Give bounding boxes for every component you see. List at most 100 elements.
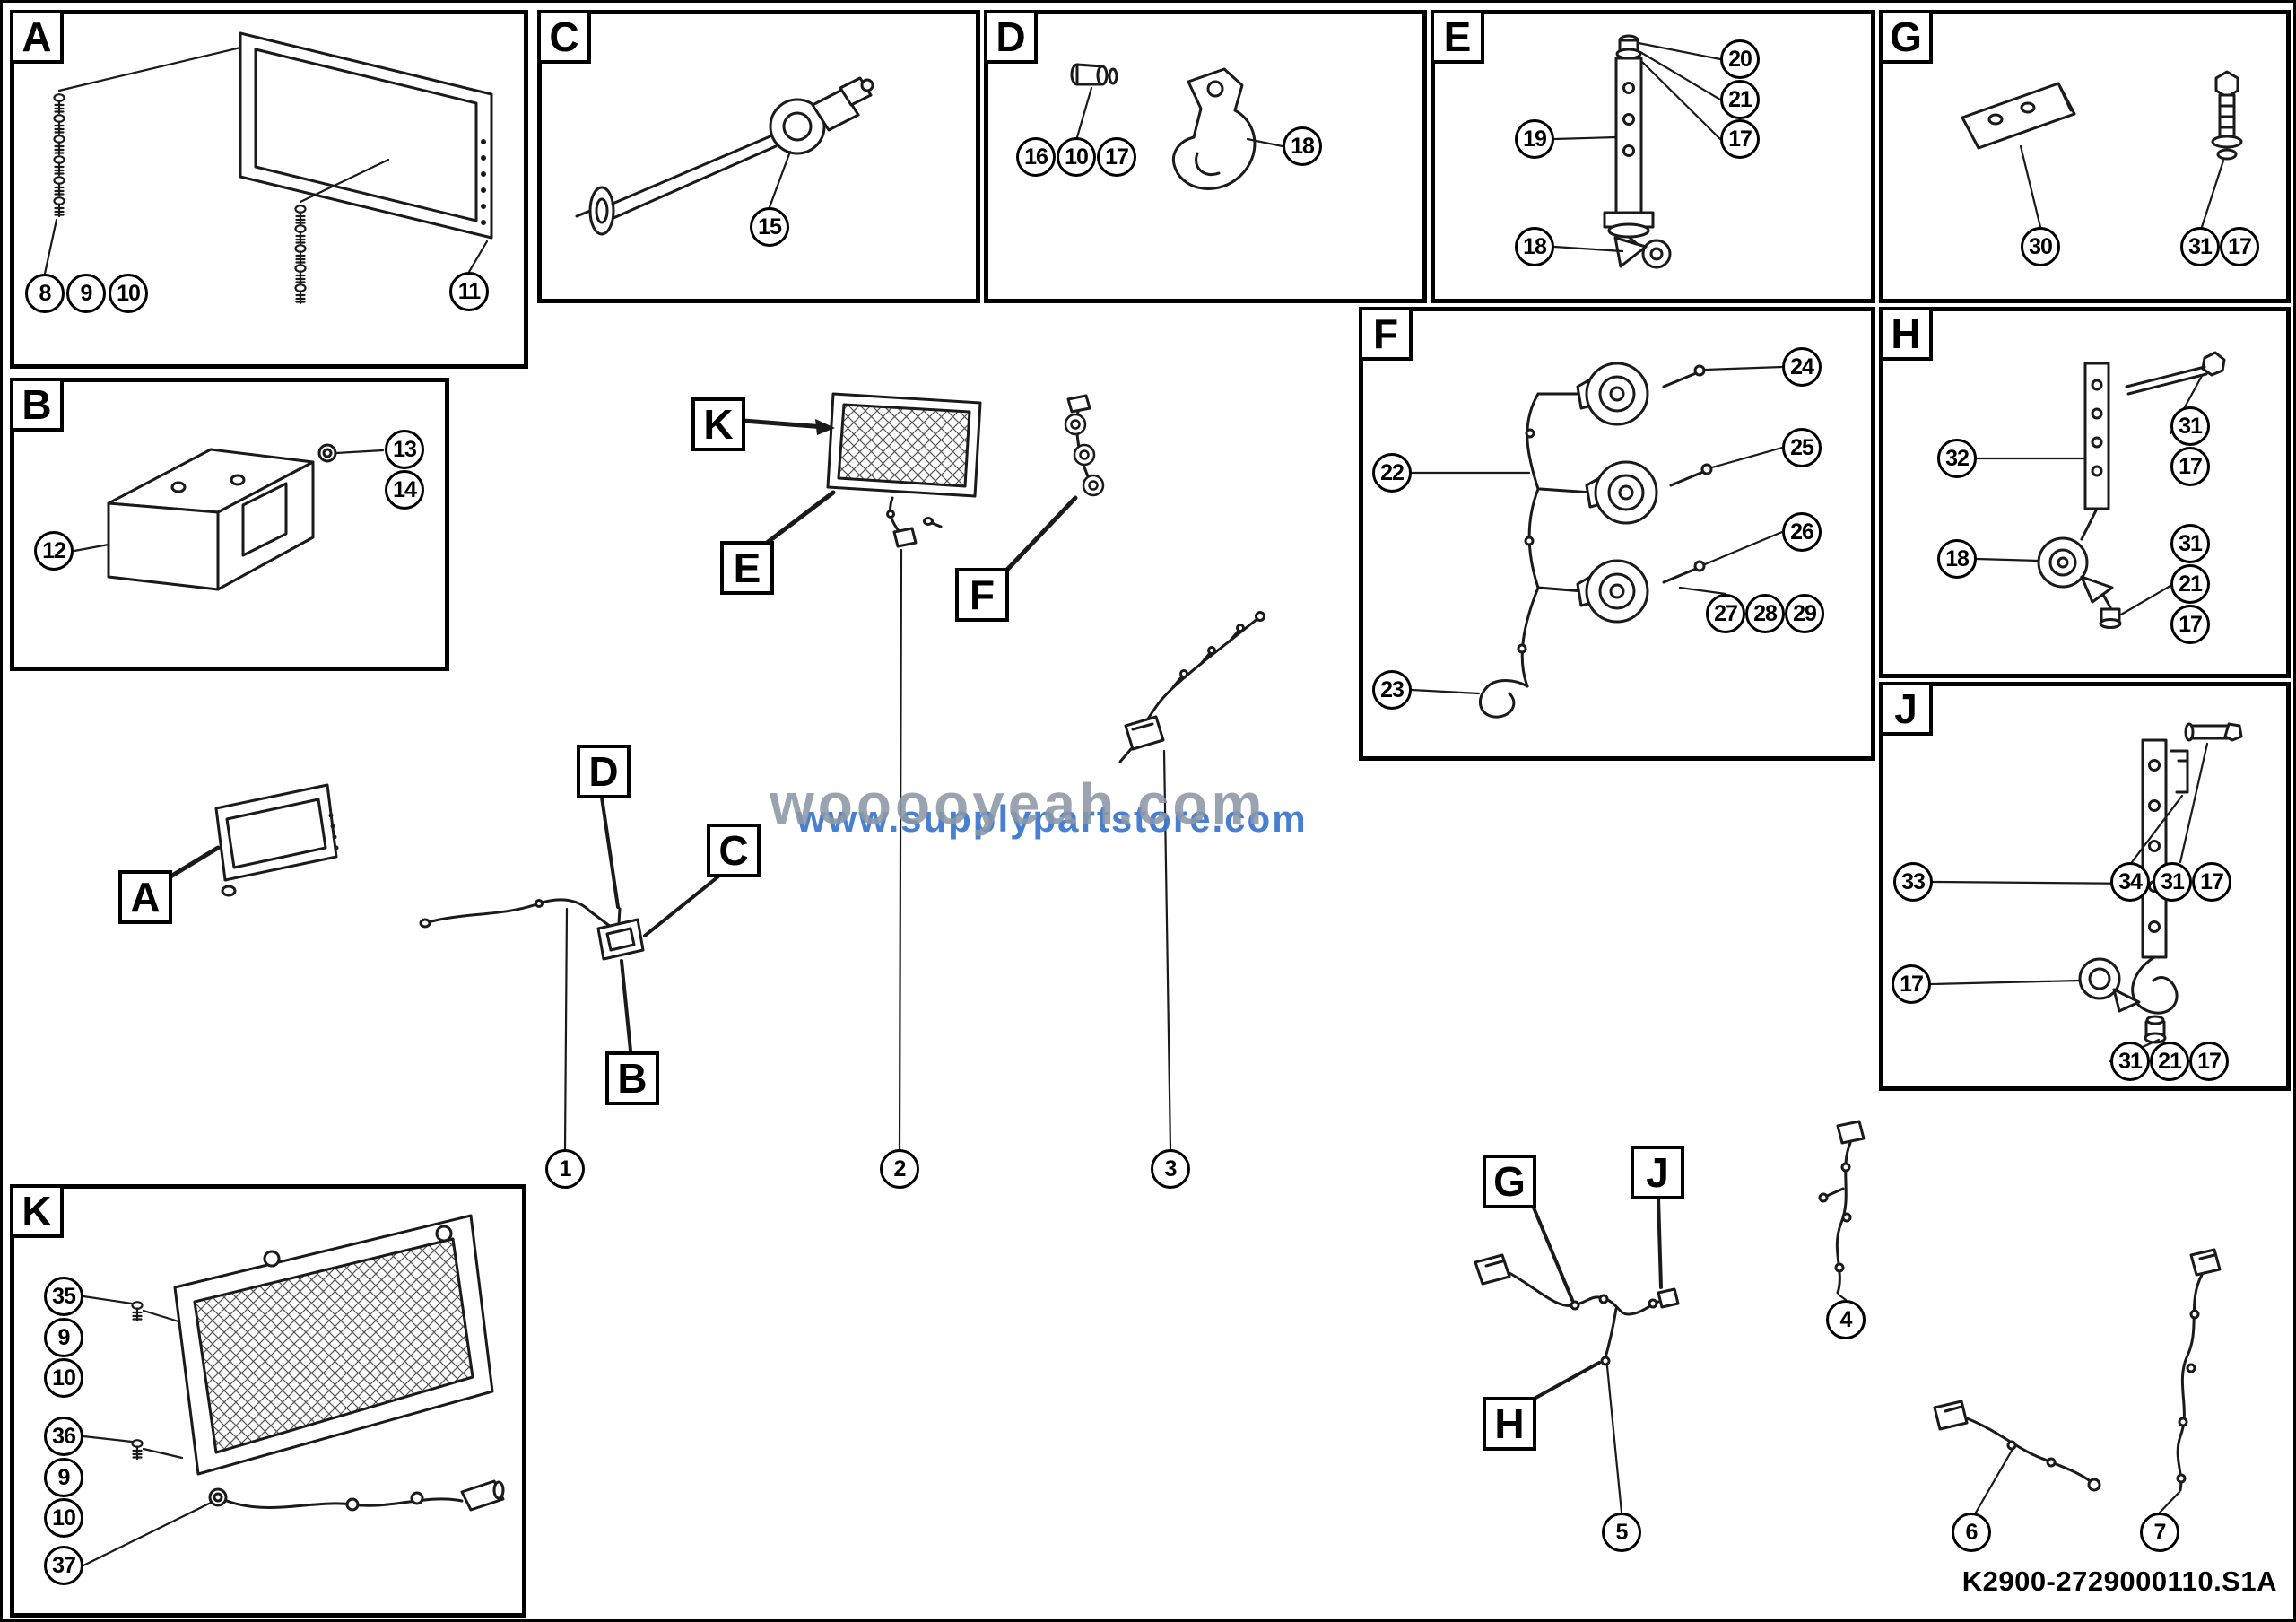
callout-10: 10 xyxy=(44,1358,83,1398)
callout-21: 21 xyxy=(1720,80,1760,119)
panel-label-g: G xyxy=(1879,10,1933,64)
harness-7-drawing xyxy=(2158,1248,2222,1514)
panel-label-f: F xyxy=(1359,307,1413,361)
callout-6: 6 xyxy=(1952,1513,1991,1552)
harness-6-drawing xyxy=(1933,1400,2101,1514)
callout-26: 26 xyxy=(1782,512,1822,552)
panel-label-c: C xyxy=(537,10,591,64)
panel-label-d: D xyxy=(984,10,1038,64)
callout-23: 23 xyxy=(1372,670,1412,710)
callout-17: 17 xyxy=(2170,447,2210,486)
callout-24: 24 xyxy=(1782,347,1822,387)
callout-37: 37 xyxy=(44,1546,83,1585)
callout-13: 13 xyxy=(385,430,424,469)
part-number: K2900-2729000110.S1A xyxy=(1961,1565,2277,1597)
float-label-k: K xyxy=(691,397,745,451)
float-label-c: C xyxy=(707,824,761,877)
callout-18: 18 xyxy=(1283,126,1322,166)
callout-17: 17 xyxy=(1720,119,1760,159)
callout-1: 1 xyxy=(545,1149,585,1189)
callout-2: 2 xyxy=(880,1149,919,1189)
panel-g xyxy=(1879,10,2291,303)
callout-36: 36 xyxy=(44,1417,83,1456)
callout-18: 18 xyxy=(1515,227,1554,266)
callout-9: 9 xyxy=(44,1318,83,1357)
callout-8: 8 xyxy=(25,274,65,313)
panel-label-h: H xyxy=(1879,307,1933,361)
callout-22: 22 xyxy=(1372,453,1412,493)
diagram-artwork xyxy=(43,31,2243,1567)
callout-25: 25 xyxy=(1782,428,1822,467)
panel-f-drawing xyxy=(1410,362,1784,719)
callout-28: 28 xyxy=(1745,594,1785,633)
callout-17: 17 xyxy=(2189,1042,2229,1081)
panel-a xyxy=(10,10,528,369)
callout-17: 17 xyxy=(2170,605,2210,644)
callout-17: 17 xyxy=(1892,964,1931,1004)
callout-17: 17 xyxy=(2192,862,2231,902)
panel-d-drawing xyxy=(1070,63,1284,190)
panel-label-a: A xyxy=(10,10,64,64)
callout-18: 18 xyxy=(1937,539,1977,579)
callout-19: 19 xyxy=(1515,119,1554,159)
callout-4: 4 xyxy=(1826,1300,1866,1339)
callout-17: 17 xyxy=(1097,137,1136,177)
callout-12: 12 xyxy=(34,531,74,571)
panel-label-b: B xyxy=(10,378,64,432)
callout-31: 31 xyxy=(2152,862,2192,902)
callout-10: 10 xyxy=(44,1498,83,1538)
panel-h xyxy=(1879,307,2291,678)
callout-11: 11 xyxy=(449,272,489,311)
callout-31: 31 xyxy=(2170,524,2210,563)
float-label-j: J xyxy=(1631,1146,1684,1199)
harness-5-drawing xyxy=(1474,1196,1680,1514)
callout-21: 21 xyxy=(2150,1042,2189,1081)
panel-b-drawing xyxy=(73,443,385,591)
float-label-g: G xyxy=(1483,1155,1536,1208)
float-label-e: E xyxy=(720,541,774,595)
net-ke-floating-drawing xyxy=(741,392,982,1151)
panel-d xyxy=(984,10,1427,303)
sockets-f-floating-drawing xyxy=(1004,394,1105,572)
callout-21: 21 xyxy=(2170,564,2210,604)
callout-27: 27 xyxy=(1706,594,1745,633)
callout-33: 33 xyxy=(1893,862,1933,902)
callout-35: 35 xyxy=(44,1277,83,1316)
panel-e-drawing xyxy=(1552,34,1722,269)
panel-k xyxy=(10,1184,526,1618)
panel-b xyxy=(10,378,449,671)
panel-f xyxy=(1359,307,1875,761)
float-label-h: H xyxy=(1483,1397,1536,1451)
callout-34: 34 xyxy=(2110,862,2150,902)
panel-label-j: J xyxy=(1879,682,1933,736)
callout-30: 30 xyxy=(2021,227,2060,266)
float-label-a: A xyxy=(118,870,172,924)
callout-20: 20 xyxy=(1720,39,1760,79)
panel-g-drawing xyxy=(1961,70,2243,229)
float-label-b: B xyxy=(605,1051,659,1105)
callout-9: 9 xyxy=(66,274,106,313)
float-label-d: D xyxy=(577,745,631,798)
panel-k-drawing xyxy=(82,1214,505,1567)
callout-16: 16 xyxy=(1016,137,1056,177)
callout-17: 17 xyxy=(2220,227,2259,266)
float-label-f: F xyxy=(955,568,1009,622)
panel-label-e: E xyxy=(1431,10,1484,64)
switch-assembly-drawing xyxy=(419,796,720,1151)
panel-a-drawing xyxy=(43,31,493,305)
callout-14: 14 xyxy=(385,470,424,510)
panel-c-drawing xyxy=(575,76,874,236)
harness-4-drawing xyxy=(1818,1120,1866,1302)
callout-31: 31 xyxy=(2180,227,2220,266)
callout-29: 29 xyxy=(1785,594,1824,633)
panel-c xyxy=(537,10,980,303)
panel-e xyxy=(1431,10,1875,303)
panel-label-k: K xyxy=(10,1184,64,1238)
callout-10: 10 xyxy=(1057,137,1096,177)
callout-15: 15 xyxy=(750,207,789,247)
callout-5: 5 xyxy=(1602,1513,1641,1552)
callout-3: 3 xyxy=(1151,1149,1190,1189)
monitor-a-floating-drawing xyxy=(165,783,339,897)
callout-32: 32 xyxy=(1937,439,1977,478)
